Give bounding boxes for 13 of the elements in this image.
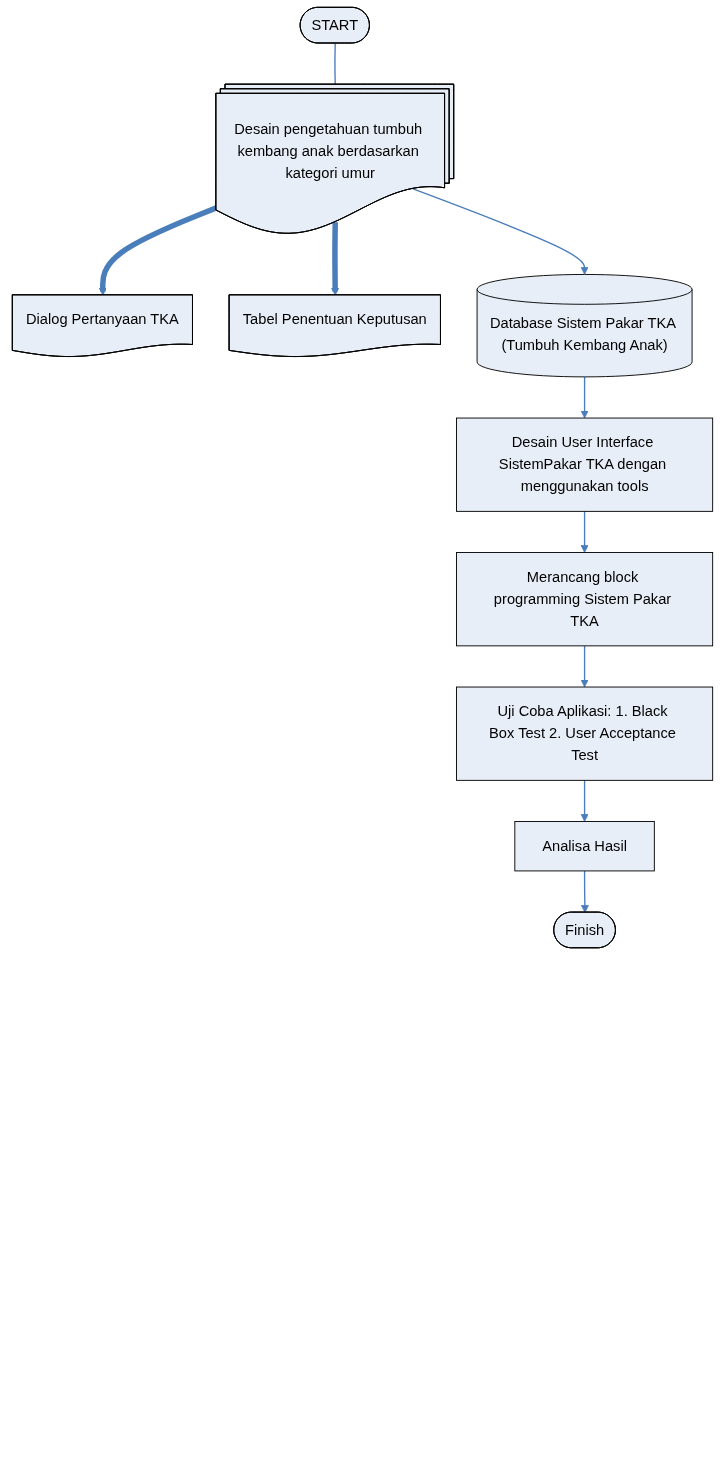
node-box: Analisa Hasil bbox=[514, 821, 655, 872]
arrow bbox=[580, 870, 589, 913]
arrow bbox=[580, 376, 589, 419]
arrow bbox=[98, 205, 218, 296]
arrow bbox=[412, 188, 589, 275]
arrow bbox=[580, 510, 589, 553]
node-box: Merancang block programming Sistem Pakar TKA bbox=[456, 552, 714, 647]
node-box: Uji Coba Aplikasi: 1. Black Box Test 2. User Acceptance Test bbox=[456, 686, 714, 781]
node-box: Desain User Interface SistemPakar TKA dengan menggunakan tools bbox=[456, 417, 714, 512]
arrow bbox=[580, 645, 589, 688]
connector bbox=[334, 42, 336, 86]
arrow bbox=[580, 779, 589, 822]
arrow bbox=[331, 222, 340, 296]
